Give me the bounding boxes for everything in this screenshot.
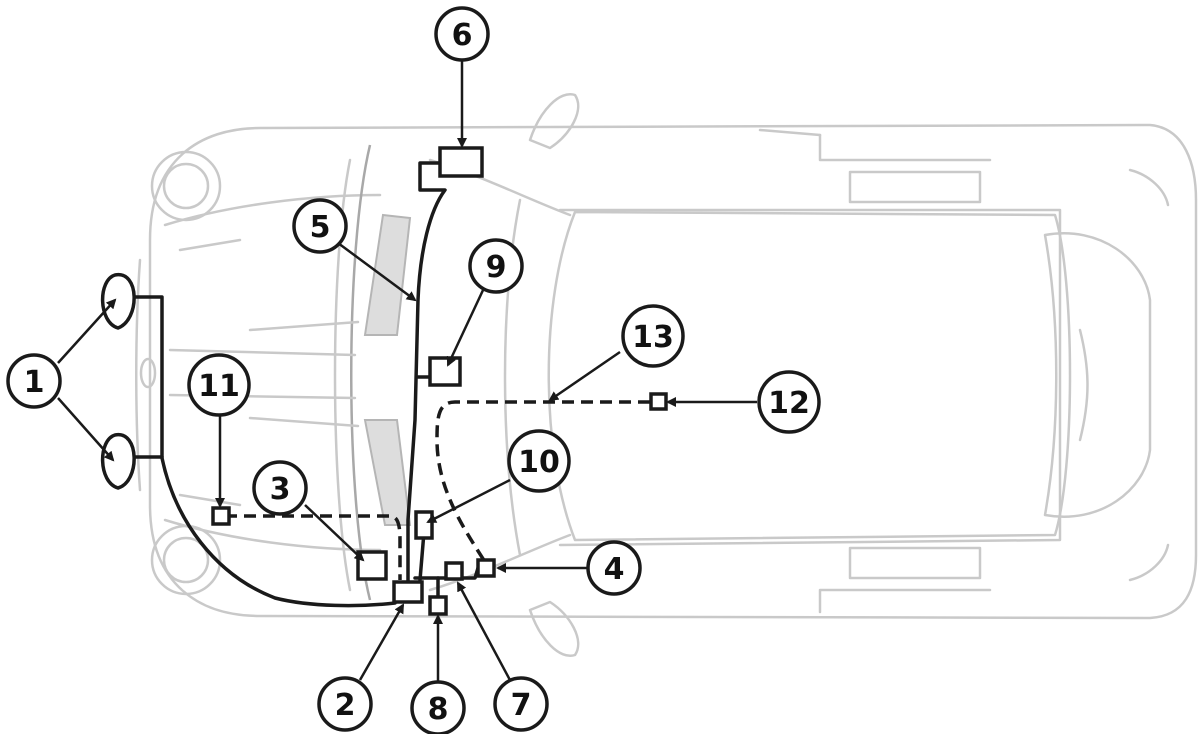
module-11 [211,506,231,526]
svg-text:6: 6 [452,18,473,53]
svg-text:1: 1 [24,365,45,400]
callout-13: 13 [621,304,685,368]
svg-text:9: 9 [486,250,507,285]
module-9 [428,356,462,387]
module-3 [356,550,388,581]
callout-8: 8 [410,680,466,734]
svg-text:2: 2 [335,688,356,723]
headlamp-upper [100,273,136,330]
module-12 [649,392,668,411]
callout-4: 4 [586,540,642,596]
components [100,146,668,616]
callout-5: 5 [292,198,348,254]
callout-2: 2 [317,676,373,732]
callout-12: 12 [757,370,821,434]
module-2 [392,580,424,604]
module-8 [428,595,448,616]
svg-text:3: 3 [270,472,291,507]
svg-text:4: 4 [604,552,625,587]
callout-11: 11 [187,353,251,417]
callout-1: 1 [6,353,62,409]
svg-text:12: 12 [768,386,810,421]
headlamp-lower [100,433,136,490]
svg-text:8: 8 [428,692,449,727]
module-7 [444,561,464,581]
svg-text:11: 11 [198,369,240,404]
module-6 [438,146,484,178]
svg-text:7: 7 [511,688,532,723]
callout-9: 9 [468,238,524,294]
callout-3: 3 [252,460,308,516]
module-4 [476,558,496,578]
svg-text:10: 10 [518,445,560,480]
callout-6: 6 [434,6,490,62]
leader-lines [57,60,757,685]
callout-7: 7 [493,676,549,732]
callout-10: 10 [507,429,571,493]
svg-text:13: 13 [632,320,674,355]
car-outline [135,93,1198,657]
callouts: 1 2 3 4 5 6 7 8 [6,6,821,734]
module-10 [414,510,434,540]
svg-text:5: 5 [310,210,331,245]
